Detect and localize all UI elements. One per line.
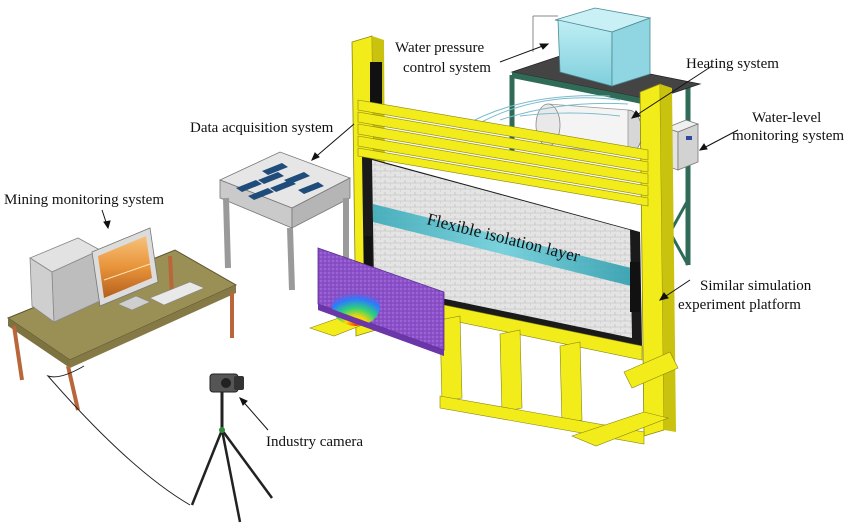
camera-cable <box>46 365 191 506</box>
label-platform-1: Similar simulation <box>700 278 812 294</box>
label-heating: Heating system <box>686 56 779 72</box>
label-water-pressure-1: Water pressure <box>395 40 485 56</box>
water-pipes <box>459 95 629 129</box>
label-water-level-2: monitoring system <box>732 128 844 144</box>
label-camera: Industry camera <box>266 434 363 450</box>
computer-monitor <box>91 227 159 311</box>
keyboard <box>149 281 205 306</box>
label-data-acquisition: Data acquisition system <box>190 120 334 136</box>
data-acquisition-box <box>218 151 351 291</box>
displacement-panel <box>317 247 445 356</box>
label-mining-monitoring: Mining monitoring system <box>4 192 164 208</box>
label-water-pressure-2: control system <box>403 60 491 76</box>
label-platform-2: experiment platform <box>678 297 801 313</box>
industry-camera <box>190 373 274 523</box>
callout-arrows <box>101 43 739 431</box>
simulation-platform-frame <box>309 35 679 447</box>
label-water-level-1: Water-level <box>752 110 821 126</box>
water-tank <box>532 7 652 87</box>
computer-tower <box>29 237 103 323</box>
